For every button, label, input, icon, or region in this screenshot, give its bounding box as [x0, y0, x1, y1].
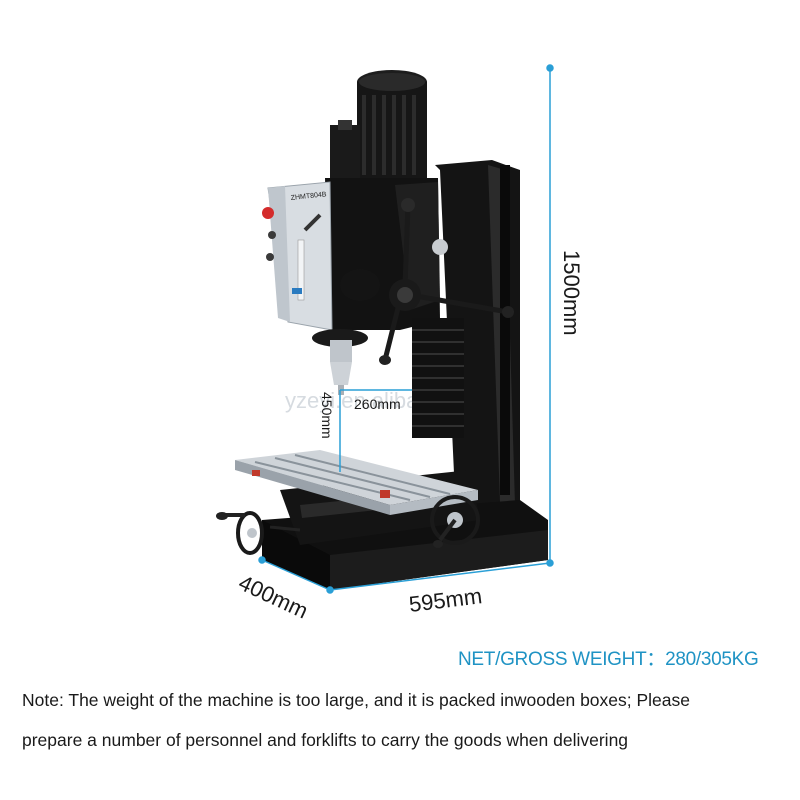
throat-dimension-label: 450mm [319, 392, 335, 439]
spindle-chuck [312, 329, 368, 395]
handwheel-side [216, 511, 301, 555]
lever-icon [303, 213, 322, 232]
dimension-lines [258, 64, 554, 594]
note-line-1: Note: The weight of the machine is too l… [22, 690, 690, 710]
reach-dimension-label: 260mm [354, 396, 401, 412]
weight-label: NET/GROSS WEIGHT： [458, 649, 666, 670]
mill-head [325, 178, 440, 330]
emergency-stop-icon [262, 207, 274, 219]
handwheel-front [430, 495, 480, 548]
feed-handles [340, 198, 514, 365]
control-panel: ZHMT804B [267, 181, 333, 331]
motor [330, 70, 427, 185]
switch-icon [266, 253, 274, 261]
note-line-2: prepare a number of personnel and forkli… [22, 730, 629, 750]
weight-info: NET/GROSS WEIGHT：280/305KG [458, 644, 759, 671]
panel-label: ZHMT804B [290, 191, 327, 202]
work-table [235, 450, 478, 515]
switch-icon [268, 231, 276, 239]
bellows-cover [412, 318, 464, 438]
depth-dimension-label: 400mm [235, 570, 312, 624]
weight-value: 280/305KG [665, 649, 759, 670]
height-dimension-label: 1500mm [559, 250, 584, 336]
width-dimension-label: 595mm [408, 583, 484, 617]
